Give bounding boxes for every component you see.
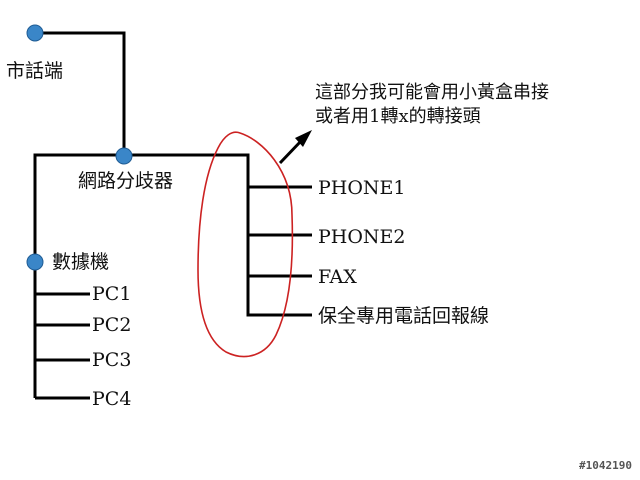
fax-label: FAX — [318, 266, 357, 288]
security-line-label: 保全專用電話回報線 — [318, 305, 490, 327]
annotation-arrow-line — [278, 138, 304, 165]
pc2-label: PC2 — [92, 314, 132, 336]
annotation-line-1: 這部分我可能會用小黃盒串接 — [315, 82, 549, 103]
pc3-label: PC3 — [92, 349, 132, 371]
phone2-label: PHONE2 — [318, 226, 406, 248]
city-line — [35, 31, 126, 155]
highlight-ellipse — [197, 131, 294, 358]
modem-node — [26, 253, 44, 271]
city-phone-label: 市話端 — [6, 60, 64, 82]
modem-label: 數據機 — [52, 251, 110, 273]
pc1-label: PC1 — [92, 283, 132, 305]
annotation-line-2: 或者用1轉x的轉接頭 — [315, 106, 481, 127]
phone1-label: PHONE1 — [318, 177, 406, 199]
watermark: #1042190 — [579, 459, 632, 472]
splitter-node — [115, 147, 133, 165]
annotation-arrow-head — [295, 130, 312, 147]
pc4-label: PC4 — [92, 388, 132, 410]
city-phone-node — [26, 24, 44, 42]
splitter-label: 網路分歧器 — [78, 170, 174, 192]
